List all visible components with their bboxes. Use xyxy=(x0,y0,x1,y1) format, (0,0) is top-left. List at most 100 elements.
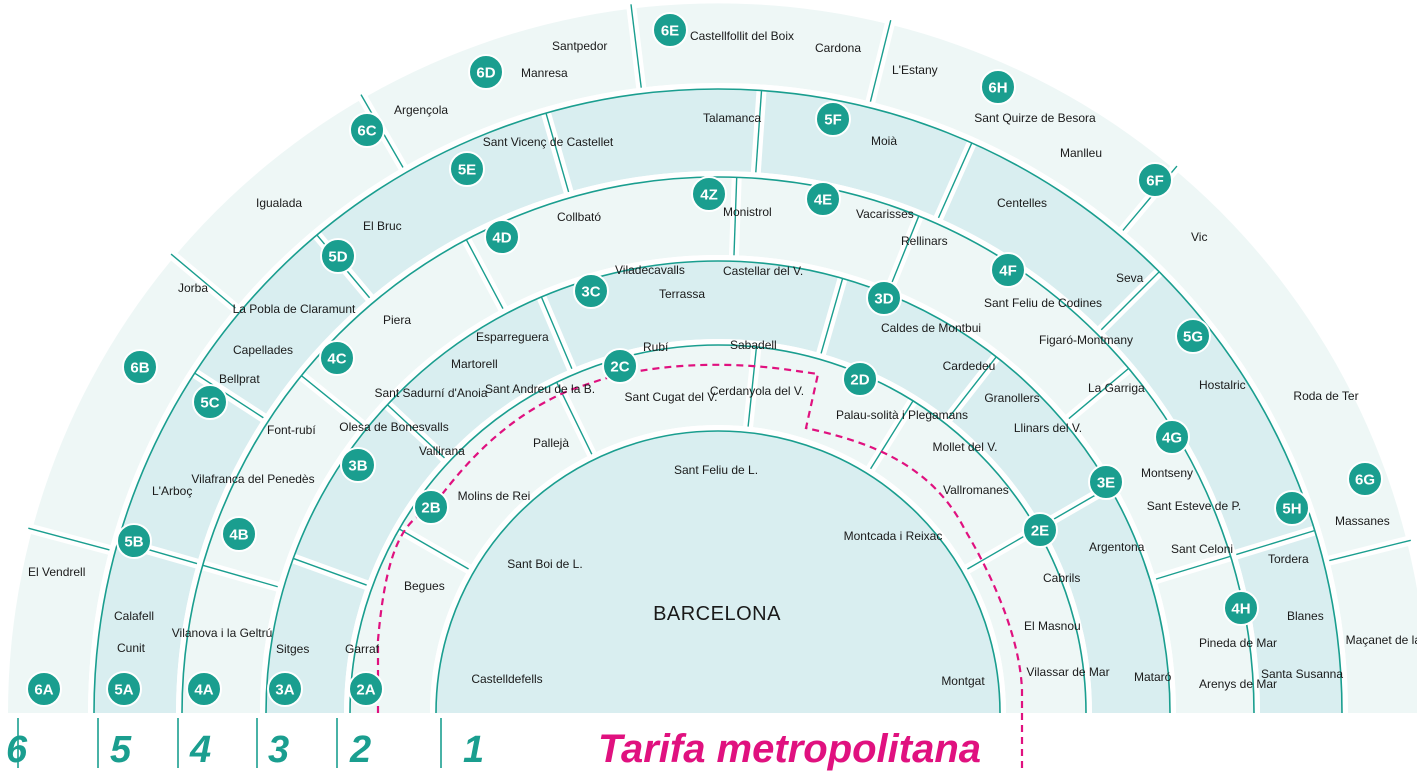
ring-number-dividers xyxy=(17,718,442,768)
place-label: Terrassa xyxy=(659,287,705,301)
zone-badge: 2A xyxy=(348,671,384,707)
sector-divider-line xyxy=(170,253,239,312)
place-label: Esparreguera xyxy=(476,330,549,344)
zone-badge: 4E xyxy=(805,181,841,217)
place-label: Vilassar de Mar xyxy=(1026,665,1109,679)
zone-badge-label: 4C xyxy=(327,351,346,368)
ring-number: 5 xyxy=(110,729,132,771)
zone-badge-circle xyxy=(320,238,356,274)
ring-number: 4 xyxy=(189,729,211,771)
zone-badge-circle xyxy=(1274,490,1310,526)
zone-badge: 3E xyxy=(1088,464,1124,500)
zone-badge-label: 4G xyxy=(1162,430,1182,447)
place-label: Figaró-Montmany xyxy=(1039,333,1133,347)
zone-badge-label: 5A xyxy=(114,682,133,699)
sector-divider-line xyxy=(754,86,763,177)
zone-badge-circle xyxy=(1223,590,1259,626)
place-label: Sant Boi de L. xyxy=(507,557,582,571)
zone-badge: 4H xyxy=(1223,590,1259,626)
zone-badge-circle xyxy=(468,54,504,90)
place-label: Santa Susanna xyxy=(1261,667,1343,681)
zone-ring-4 xyxy=(182,177,1254,713)
place-label: Cardona xyxy=(815,41,861,55)
zone-badge-label: 2A xyxy=(356,682,375,699)
zone-badge-circle xyxy=(1175,318,1211,354)
sector-divider-line xyxy=(297,372,366,428)
zone-badge-label: 2C xyxy=(610,359,629,376)
zone-rings xyxy=(8,3,1417,713)
zone-badge-label: 6A xyxy=(34,682,53,699)
zone-badge-circle xyxy=(866,280,902,316)
zone-badge: 4D xyxy=(484,219,520,255)
ring-gap xyxy=(430,425,1006,713)
place-label: Sant Sadurní d'Anoia xyxy=(374,386,487,400)
place-label: Manresa xyxy=(521,66,568,80)
place-label: Castellfollit del Boix xyxy=(690,29,794,43)
place-label: Vilafranca del Penedès xyxy=(191,472,314,486)
zone-badge: 6F xyxy=(1137,162,1173,198)
zone-badge-circle xyxy=(1137,162,1173,198)
place-label: Sant Vicenç de Castellet xyxy=(483,135,614,149)
ring-gap xyxy=(176,171,1260,713)
zone-badge-label: 5C xyxy=(200,395,219,412)
ring-numbers: 6 5 4 3 2 1 xyxy=(6,729,484,771)
place-label: L'Arboç xyxy=(152,484,192,498)
sector-divider-line xyxy=(463,235,506,313)
zone-badge-circle xyxy=(815,101,851,137)
zone-badge-circle xyxy=(449,151,485,187)
zone-badge: 5H xyxy=(1274,490,1310,526)
sector-divider-line xyxy=(395,526,473,572)
sector-divider-line xyxy=(868,20,892,106)
place-label: Argençola xyxy=(394,103,448,117)
place-label: Rubí xyxy=(643,340,669,354)
zone-badge-circle xyxy=(691,176,727,212)
place-label: Mollet del V. xyxy=(933,440,998,454)
sector-divider-line xyxy=(1325,539,1411,563)
place-label: Calafell xyxy=(114,609,154,623)
zone-badge: 2E xyxy=(1022,512,1058,548)
sector-divider-line xyxy=(819,274,845,358)
place-label: Hostalric xyxy=(1199,378,1246,392)
center-label: BARCELONA xyxy=(653,603,781,625)
zone-3-labels: Sitges Olesa de Bonesvalls Sant Sadurní … xyxy=(276,263,1172,684)
place-label: Sant Celoni xyxy=(1171,542,1233,556)
zone-ring-2 xyxy=(350,345,1086,713)
zone-badge: 5A xyxy=(106,671,142,707)
zone-badge-label: 6B xyxy=(130,360,149,377)
zone-badge-circle xyxy=(116,523,152,559)
zone-badge-circle xyxy=(319,340,355,376)
zone-badge-circle xyxy=(340,447,376,483)
zone-badge-label: 3D xyxy=(874,291,893,308)
zone-badge-circle xyxy=(192,384,228,420)
place-label: Sant Quirze de Besora xyxy=(974,111,1096,125)
zone-badge-circle xyxy=(1347,461,1383,497)
place-label: Sant Feliu de Codines xyxy=(984,296,1102,310)
zone-badge-circle xyxy=(990,252,1026,288)
zone-badge: 5G xyxy=(1175,318,1211,354)
zone-badge: 4A xyxy=(186,671,222,707)
zone-badge-label: 3A xyxy=(275,682,294,699)
place-label: Roda de Ter xyxy=(1293,389,1358,403)
place-label: Santpedor xyxy=(552,39,607,53)
ring-gap xyxy=(88,83,1348,713)
zone-badge: 3C xyxy=(573,273,609,309)
place-label: Viladecavalls xyxy=(615,263,685,277)
sector-divider-line xyxy=(887,212,921,293)
place-label: Piera xyxy=(383,313,411,327)
zone-badge-circle xyxy=(413,489,449,525)
zone-badge-circle xyxy=(980,69,1016,105)
zone-badge: 4F xyxy=(990,252,1026,288)
ring-number: 2 xyxy=(349,729,371,771)
zone-badge-label: 6H xyxy=(988,80,1007,97)
place-label: Cardedeu xyxy=(943,359,996,373)
zone-badge-label: 2E xyxy=(1031,523,1049,540)
sector-divider-line xyxy=(630,4,643,92)
zone-badge: 5C xyxy=(192,384,228,420)
zone-badge-label: 3E xyxy=(1097,475,1115,492)
place-label: El Vendrell xyxy=(28,565,85,579)
zone-badge-label: 4H xyxy=(1231,601,1250,618)
zone-badge-label: 4A xyxy=(194,682,213,699)
zone-badge-label: 4F xyxy=(999,263,1017,280)
zone-badge-label: 3C xyxy=(581,284,600,301)
